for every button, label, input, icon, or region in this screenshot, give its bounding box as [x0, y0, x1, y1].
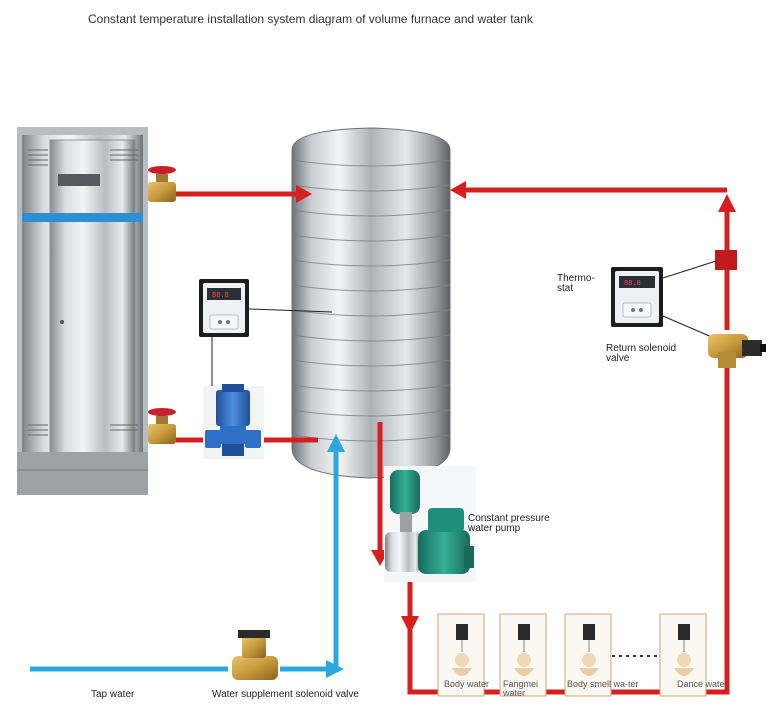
return-up-arrow — [718, 194, 736, 212]
outlet-1 — [437, 613, 485, 697]
return-valve-label-line1: Return solenoid — [606, 343, 677, 354]
pump-label-line1: Constant pressure — [468, 513, 550, 524]
diagram-title: Constant temperature installation system… — [88, 12, 533, 26]
svg-text:88.8: 88.8 — [624, 280, 641, 288]
outlet-2 — [499, 613, 547, 697]
water-tank — [291, 127, 451, 479]
tap-water-label: Tap water — [91, 689, 135, 700]
thermostat-sensor-wire — [248, 308, 333, 313]
outlet-label-3: Body smell wa-ter — [567, 679, 639, 689]
hot-supply-arrow — [296, 185, 312, 203]
return-valve-label: Return solenoid valve — [606, 344, 676, 364]
outlet-label-4: Dance water — [677, 679, 728, 689]
pump-outlet-arrow — [401, 616, 419, 634]
supply-valve-label: Water supplement solenoid valve — [212, 689, 359, 700]
outlet-3 — [564, 613, 612, 697]
pump-label: Constant pressure water pump — [468, 514, 550, 534]
tank-thermostat: 88.8 — [199, 279, 249, 337]
outlet-label-1: Body water — [444, 679, 490, 689]
outlet-4 — [659, 613, 707, 697]
cold-up-arrow — [327, 434, 345, 452]
svg-text:88.8: 88.8 — [212, 292, 229, 300]
return-solenoid-valve — [708, 334, 766, 368]
outlet-label-2: Fangmei water — [503, 679, 539, 698]
cold-right-arrow — [326, 660, 344, 678]
thermostat-label-line1: Thermo- — [557, 273, 595, 284]
volume-furnace — [17, 127, 148, 495]
furnace-inlet-valve — [148, 408, 176, 444]
circulation-pump — [203, 384, 264, 459]
return-flow-switch — [715, 250, 737, 270]
thermostat-label-line2: stat — [557, 283, 574, 294]
return-valve-label-line2: valve — [606, 353, 630, 364]
furnace-outlet-valve — [148, 166, 176, 202]
return-valve-wire — [662, 315, 715, 339]
pump-label-line2: water pump — [468, 523, 521, 534]
return-sensor-wire — [662, 260, 717, 279]
water-supplement-solenoid-valve — [232, 630, 278, 680]
return-thermostat: 88.8 — [611, 267, 663, 327]
thermostat-label: Thermo- stat — [557, 274, 595, 294]
cold-supply-pipe — [30, 452, 339, 672]
constant-pressure-pump — [384, 466, 476, 582]
return-tank-arrow — [450, 181, 466, 199]
